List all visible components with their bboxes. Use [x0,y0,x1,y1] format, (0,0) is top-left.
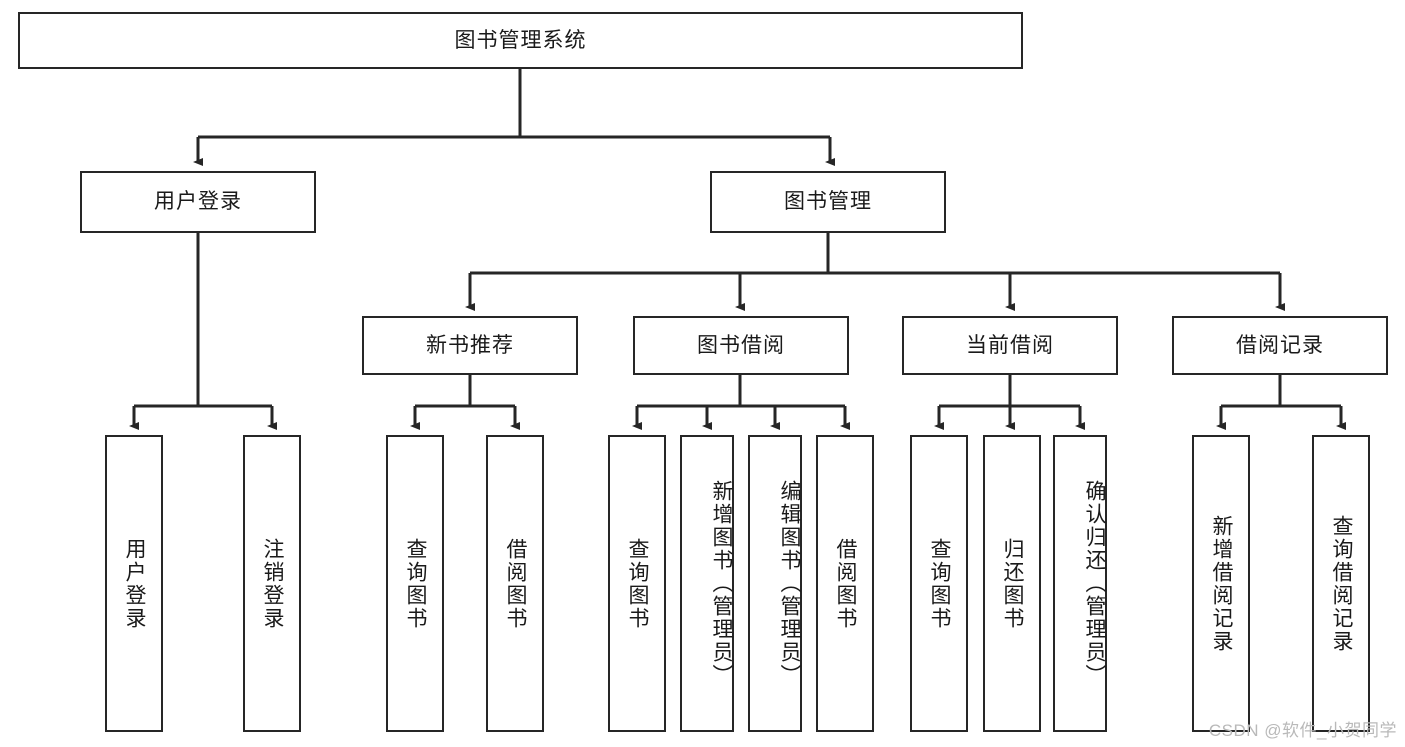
node-leaf-edit-book-admin[interactable]: 编辑图书（管理员） [748,435,802,732]
node-leaf-query-borrow-record[interactable]: 查询借阅记录 [1312,435,1370,732]
node-leaf-query-book-borrow[interactable]: 查询图书 [608,435,666,732]
node-leaf-add-book-admin[interactable]: 新增图书（管理员） [680,435,734,732]
node-leaf-query-book-recommend[interactable]: 查询图书 [386,435,444,732]
node-current-borrow[interactable]: 当前借阅 [902,316,1118,375]
node-leaf-logout[interactable]: 注销登录 [243,435,301,732]
node-leaf-user-login[interactable]: 用户登录 [105,435,163,732]
node-leaf-query-book-current[interactable]: 查询图书 [910,435,968,732]
node-borrow-record[interactable]: 借阅记录 [1172,316,1388,375]
node-book-borrow[interactable]: 图书借阅 [633,316,849,375]
node-leaf-add-borrow-record[interactable]: 新增借阅记录 [1192,435,1250,732]
node-leaf-confirm-return-admin[interactable]: 确认归还（管理员） [1053,435,1107,732]
node-new-book-recommend[interactable]: 新书推荐 [362,316,578,375]
node-leaf-borrow-book[interactable]: 借阅图书 [816,435,874,732]
node-user-login[interactable]: 用户登录 [80,171,316,233]
node-root-system[interactable]: 图书管理系统 [18,12,1023,69]
node-leaf-return-book[interactable]: 归还图书 [983,435,1041,732]
node-leaf-borrow-book-recommend[interactable]: 借阅图书 [486,435,544,732]
node-book-manage[interactable]: 图书管理 [710,171,946,233]
csdn-watermark: CSDN @软件_小贺同学 [1208,721,1397,740]
